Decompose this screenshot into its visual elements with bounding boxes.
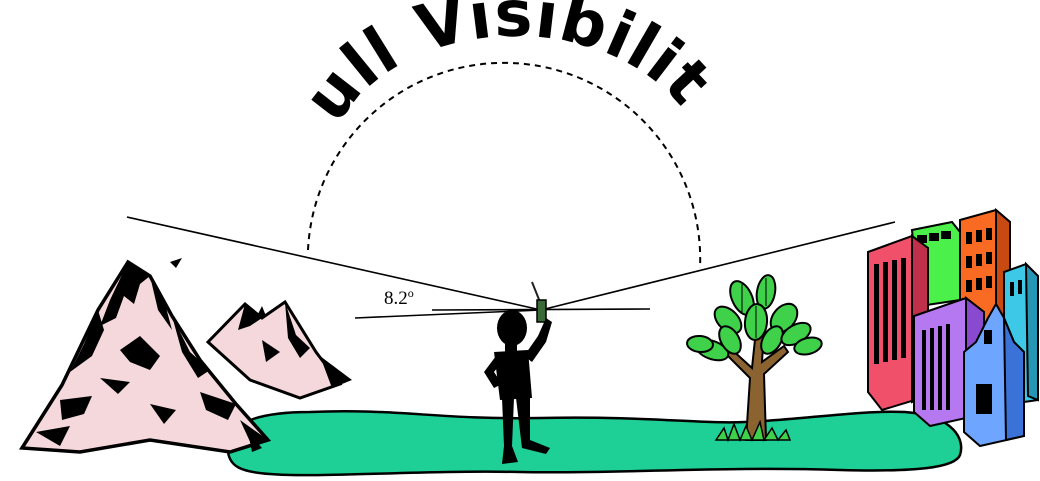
sight-lines <box>127 217 895 318</box>
elevation-angle-label: 8.2o <box>384 286 414 309</box>
green-ground <box>227 411 961 475</box>
tree <box>686 274 823 440</box>
diagram-title: Full Visibility <box>0 0 725 135</box>
